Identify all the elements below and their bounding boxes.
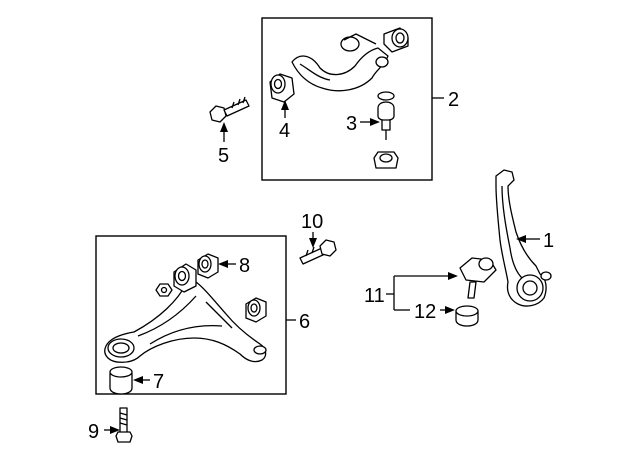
- arrow-11: [448, 272, 458, 280]
- arrow-5: [220, 122, 228, 132]
- wheel-speed-sensor[interactable]: [459, 257, 497, 299]
- lower-arm-nut[interactable]: [155, 283, 173, 297]
- lower-arm-group-box: [95, 235, 287, 395]
- arrow-7: [133, 376, 143, 384]
- bushing-8[interactable]: [197, 253, 219, 279]
- upper-arm-group-box: [261, 17, 433, 181]
- callout-6: 6: [299, 311, 310, 333]
- arrow-4: [281, 100, 289, 110]
- callout-10: 10: [301, 211, 323, 233]
- callout-7: 7: [153, 371, 164, 393]
- callout-1: 1: [543, 230, 554, 252]
- bolt-10[interactable]: [299, 239, 337, 265]
- arrow-1: [516, 235, 526, 243]
- callout-2: 2: [448, 89, 459, 111]
- lower-arm-rear-bushing[interactable]: [245, 297, 267, 323]
- arrow-12: [445, 306, 455, 314]
- lower-arm-front-bushing-mount[interactable]: [173, 263, 197, 293]
- arrow-10: [309, 238, 317, 248]
- bushing-7[interactable]: [109, 366, 133, 395]
- upper-arm-bushing[interactable]: [269, 73, 295, 103]
- bolt-9[interactable]: [115, 407, 133, 443]
- ball-joint[interactable]: [373, 91, 399, 169]
- callout-5: 5: [218, 145, 229, 167]
- callout-12: 12: [414, 301, 436, 323]
- callout-4: 4: [279, 120, 290, 142]
- callout-3: 3: [346, 113, 357, 135]
- lower-control-arm[interactable]: [104, 281, 267, 363]
- bolt-5[interactable]: [209, 96, 250, 123]
- upper-control-arm[interactable]: [291, 33, 389, 92]
- callout-11: 11: [364, 285, 385, 307]
- callout-8: 8: [239, 255, 250, 277]
- upper-arm-rear-bushing[interactable]: [383, 27, 409, 53]
- callout-9: 9: [88, 421, 99, 443]
- arrow-3: [370, 118, 380, 126]
- arrow-8: [218, 260, 228, 268]
- steering-knuckle[interactable]: [495, 169, 552, 307]
- dust-seal[interactable]: [455, 305, 479, 327]
- arrow-9: [110, 426, 120, 434]
